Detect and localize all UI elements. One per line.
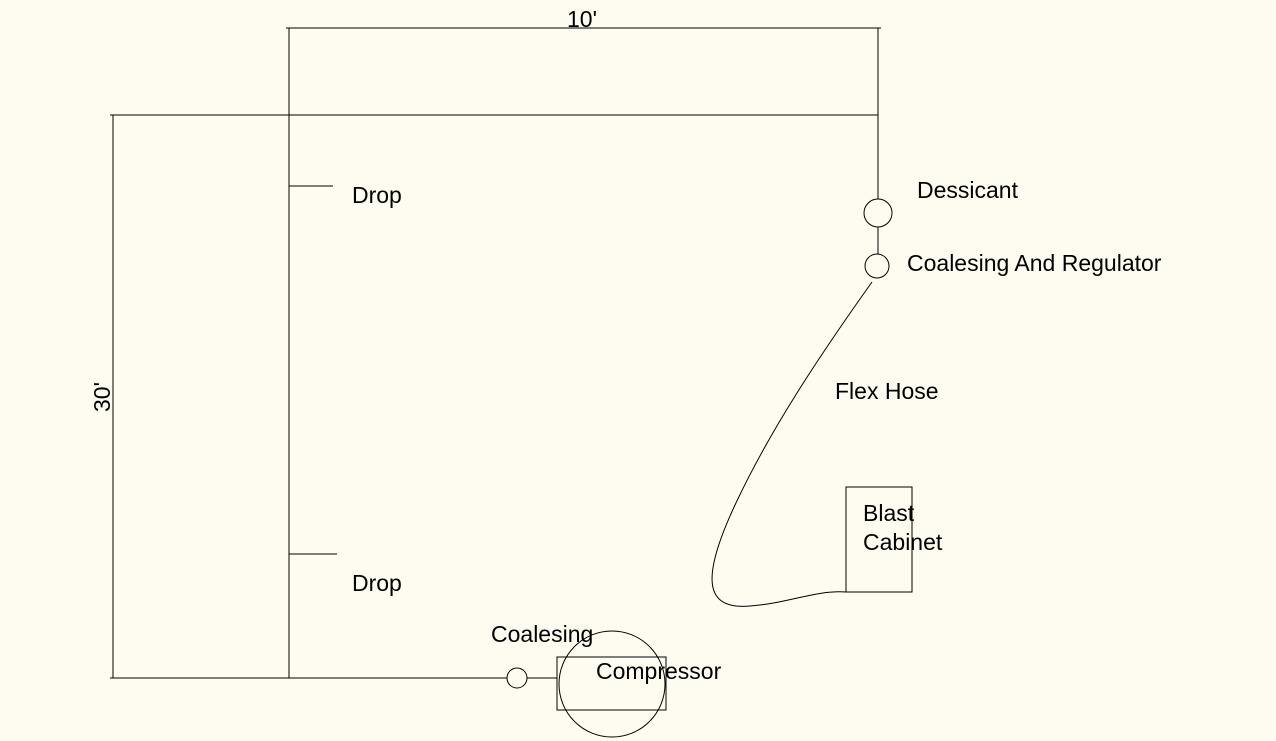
height-dimension-label: 30': [89, 382, 115, 412]
blast-cabinet-label-line1: Blast: [863, 500, 915, 526]
coalesing-label: Coalesing: [491, 621, 593, 647]
blast-cabinet-box: [845, 486, 913, 593]
compressor-label: Compressor: [596, 658, 722, 684]
height-dimension: 30': [89, 114, 116, 679]
drop-top-label: Drop: [352, 182, 402, 208]
blast-cabinet-label-line2: Cabinet: [863, 529, 943, 555]
compressor-tank: [558, 630, 666, 738]
compressor: Compressor: [556, 630, 722, 738]
coalesing-filter: Coalesing: [491, 621, 593, 689]
flex-hose: Flex Hose: [711, 281, 939, 607]
coalesing-regulator-symbol: [864, 253, 890, 279]
main-pipe-loop: [113, 28, 879, 679]
dessicant-dryer: Dessicant: [863, 177, 1019, 228]
coalesing-filter-symbol: [506, 667, 528, 689]
drop-bottom: Drop: [289, 553, 402, 596]
blast-cabinet: Blast Cabinet: [845, 486, 943, 593]
flex-hose-label: Flex Hose: [835, 378, 939, 404]
dessicant-label: Dessicant: [917, 177, 1019, 203]
drop-top: Drop: [289, 182, 402, 208]
width-dimension: 10': [286, 6, 881, 32]
dessicant-symbol: [863, 198, 893, 228]
compressor-box: [556, 656, 667, 711]
coalesing-regulator: Coalesing And Regulator: [864, 250, 1162, 279]
flex-hose-line: [711, 281, 873, 607]
coalesing-regulator-label: Coalesing And Regulator: [907, 250, 1162, 276]
drop-bottom-label: Drop: [352, 570, 402, 596]
width-dimension-label: 10': [567, 6, 597, 32]
